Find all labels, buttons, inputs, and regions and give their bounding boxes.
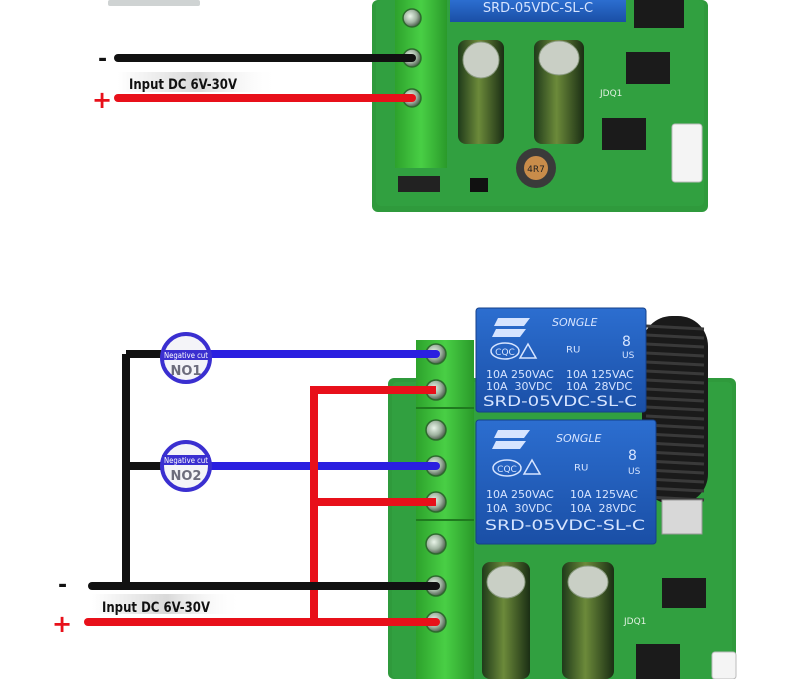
- relay-2-rating-unit: US: [628, 467, 641, 477]
- relay-1-spec1-left: 10A 250VAC: [486, 368, 554, 381]
- screw: [425, 419, 447, 441]
- relay-2-spec1-left: 10A 250VAC: [486, 488, 554, 501]
- coil-winding: [645, 342, 705, 349]
- songle-logo-icon: [492, 318, 530, 337]
- load-no2-ring: [160, 440, 212, 492]
- coil-winding: [645, 414, 705, 421]
- warning-triangle-icon: [518, 342, 538, 359]
- top-input-label: Input DC 6V-30V: [129, 77, 237, 93]
- relay-1: SONGLE 8 CQC ᴿᵁ US 10A 250VAC 10A 125VAC…: [475, 307, 647, 413]
- bottom-ic-chip-2: [636, 644, 680, 679]
- coil-winding: [645, 333, 705, 340]
- red-wire-com1: [310, 386, 436, 622]
- screw: [425, 533, 447, 555]
- top-inductor-label: 4R7: [527, 165, 545, 175]
- load-no2-tag: Negative cut: [164, 456, 208, 465]
- relay-1-brand: SONGLE: [552, 316, 598, 329]
- cqc-mark-icon: [492, 459, 522, 477]
- top-cropped-component: [108, 0, 200, 6]
- coil-winding: [645, 351, 705, 358]
- coil-winding: [645, 360, 705, 367]
- screw: [402, 8, 422, 28]
- relay-2-spec1-right: 10A 125VAC: [570, 488, 638, 501]
- relay-2-logo: CQC: [497, 465, 517, 475]
- ul-mark-icon: ᴿᵁ: [574, 461, 588, 480]
- coil-winding: [645, 405, 705, 412]
- coil-winding: [645, 378, 705, 385]
- relay-2: SONGLE 8 CQC ᴿᵁ US 10A 250VAC 10A 125VAC…: [475, 419, 657, 545]
- top-jdq-label: JDQ1: [599, 89, 622, 99]
- bottom-white-connector: [711, 651, 737, 679]
- top-transistor: [470, 178, 488, 192]
- top-diode: [398, 176, 440, 192]
- relay-1-logo: CQC: [495, 348, 515, 358]
- top-minus-sign: -: [98, 47, 107, 72]
- coil-winding: [645, 396, 705, 403]
- load-no1-name: NO1: [171, 364, 202, 379]
- bottom-minus-sign: -: [58, 573, 67, 598]
- top-header-pins: [634, 0, 684, 28]
- top-ic-chip: [626, 52, 670, 84]
- top-plus-sign: +: [92, 86, 112, 114]
- relay-1-spec2-left: 10A 30VDC: [486, 380, 553, 393]
- load-no1: Negative cut NO1: [160, 332, 212, 384]
- top-capacitors: [458, 40, 584, 144]
- relay-1-spec1-right: 10A 125VAC: [566, 368, 634, 381]
- bottom-input-label: Input DC 6V-30V: [102, 600, 210, 616]
- load-no2: Negative cut NO2: [160, 440, 212, 492]
- load-no1-tag: Negative cut: [164, 351, 208, 360]
- ul-mark-icon: ᴿᵁ: [566, 343, 580, 362]
- bottom-ic-chip: [662, 578, 706, 608]
- bottom-capacitors: [482, 562, 614, 679]
- relay-2-brand: SONGLE: [556, 432, 602, 445]
- coil-winding: [645, 324, 705, 331]
- bottom-jdq-label: JDQ1: [623, 617, 646, 627]
- songle-logo-icon: [492, 430, 530, 449]
- relay-2-spec2-right: 10A 28VDC: [570, 502, 637, 515]
- relay-1-rating-num: 8: [622, 334, 631, 350]
- bottom-diagram: SONGLE 8 CQC ᴿᵁ US 10A 250VAC 10A 125VAC…: [52, 307, 737, 679]
- top-terminal-block: [395, 0, 447, 168]
- relay-1-spec2-right: 10A 28VDC: [566, 380, 633, 393]
- top-relay: [450, 0, 626, 22]
- relay-2-rating-num: 8: [628, 448, 637, 464]
- top-relay-text: SRD-05VDC-SL-C: [483, 1, 593, 16]
- coil-winding: [645, 387, 705, 394]
- top-ic-chip-2: [602, 118, 646, 150]
- top-diagram: SRD-05VDC-SL-C JDQ1 4R7: [92, 0, 708, 212]
- relay-2-model: SRD-05VDC-SL-C: [485, 518, 645, 534]
- top-white-connector: [671, 123, 703, 183]
- load-no2-name: NO2: [171, 469, 202, 484]
- relay-2-spec2-left: 10A 30VDC: [486, 502, 553, 515]
- cqc-mark-icon: [490, 342, 520, 360]
- bottom-plus-sign: +: [52, 610, 72, 638]
- warning-triangle-icon: [522, 458, 542, 475]
- relay-1-model: SRD-05VDC-SL-C: [483, 394, 637, 410]
- antenna-connector: [661, 499, 703, 535]
- coil-winding: [645, 369, 705, 376]
- relay-1-rating-unit: US: [622, 351, 635, 361]
